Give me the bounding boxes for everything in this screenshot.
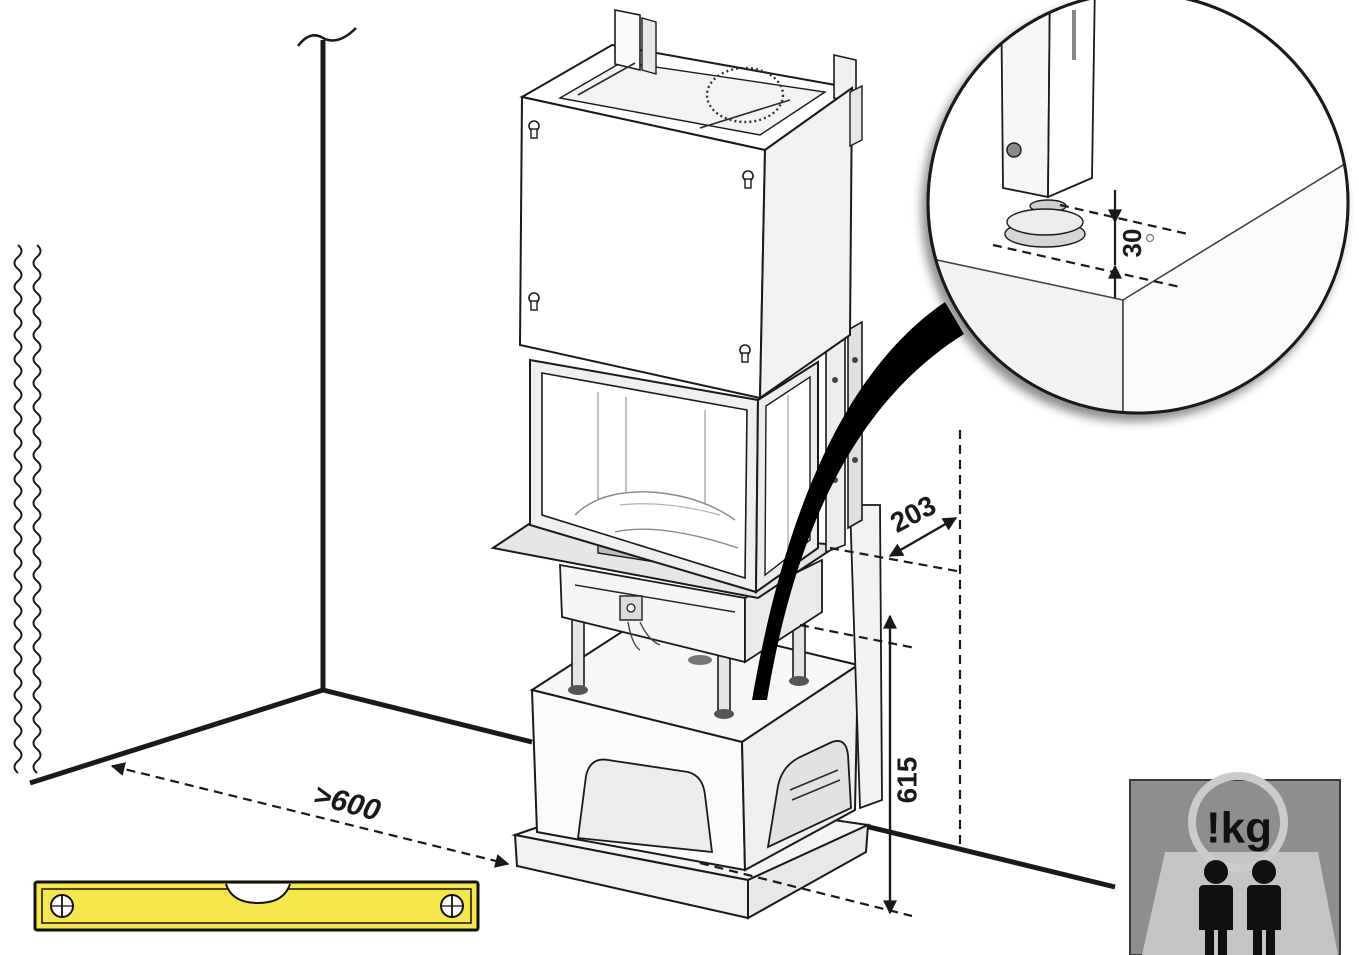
- support-pedestal: [511, 613, 872, 920]
- pedestal-front-arch: [576, 758, 714, 854]
- left-wall-break-line: [32, 244, 42, 774]
- dimension-600: >600: [110, 762, 510, 868]
- pedestal-side-arch: [766, 740, 852, 849]
- keyhole-icon: [739, 344, 751, 363]
- rear-convection-panel: [849, 504, 883, 810]
- weight-warning-label: !kg: [1206, 804, 1272, 853]
- person-icon: [1199, 860, 1233, 955]
- person-icon: [1247, 860, 1281, 955]
- callout-band: [752, 302, 964, 700]
- keyhole-icon: [528, 120, 540, 139]
- firebox-front-glass: [529, 358, 760, 594]
- leg: [714, 644, 734, 719]
- frame-post: [641, 17, 657, 75]
- left-wall-break-line: [13, 244, 23, 774]
- hood-right-face: [758, 86, 854, 400]
- weight-ring-icon: [1188, 772, 1288, 872]
- spirit-level-icon: [33, 880, 480, 932]
- warning-floor: [1142, 852, 1338, 955]
- room-corner: [13, 27, 1116, 890]
- bubble-vial-icon: [225, 883, 291, 905]
- frame-post: [614, 9, 641, 72]
- dimension-615-label: 615: [892, 757, 923, 804]
- keyhole-icon: [742, 170, 754, 189]
- dimension-615: 615: [699, 614, 923, 918]
- keyhole-icon: [528, 292, 540, 311]
- fireplace-insert: [490, 9, 883, 810]
- anchor-hole-icon: [1145, 233, 1155, 243]
- hood: [518, 9, 863, 400]
- wall-edge-break-mark: [297, 27, 357, 47]
- end-vial-icon: [50, 894, 74, 918]
- bolt-icon: [1006, 142, 1022, 158]
- floor-line-left: [29, 687, 324, 786]
- dimension-30-label: 30: [1117, 229, 1147, 258]
- weight-warning-sign: !kg: [1129, 772, 1341, 955]
- dimension-600-label: >600: [310, 778, 384, 827]
- magnifier-callout-icon: 30: [926, 0, 1350, 415]
- leg: [568, 614, 588, 695]
- hood-left-face: [518, 95, 767, 400]
- floor-line-right: [322, 687, 533, 745]
- floor-line-far-right: [864, 823, 1116, 890]
- flue-chain-icon: [705, 66, 785, 124]
- end-vial-icon: [440, 894, 464, 918]
